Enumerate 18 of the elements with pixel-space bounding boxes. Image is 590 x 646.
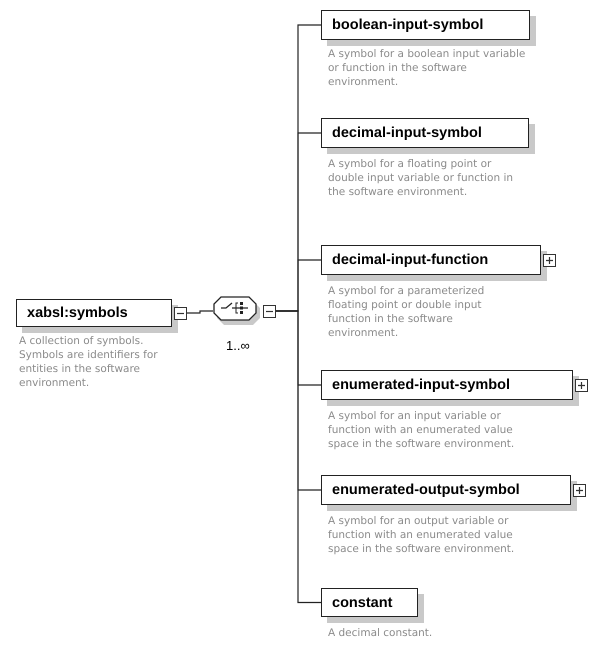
description-text: A collection of symbols. Symbols are identifiers for entities in the software environment. xyxy=(19,334,159,390)
description-text: A symbol for a parameterized floating point or double input function in the software environment. xyxy=(328,284,486,340)
octagon-symbol xyxy=(213,296,261,326)
element-name: enumerated-output-symbol xyxy=(332,482,520,498)
element-name: constant xyxy=(332,594,392,610)
element-name: decimal-input-function xyxy=(332,252,488,268)
element-name: xabsl:symbols xyxy=(27,305,128,321)
description-text: A symbol for a boolean input variable or function in the software environment. xyxy=(328,47,526,89)
element-name: enumerated-input-symbol xyxy=(332,377,510,393)
connector-line xyxy=(275,310,321,604)
element-name: boolean-input-symbol xyxy=(332,17,484,33)
description-text: A symbol for an output variable or function with an enumerated value space in the software environment. xyxy=(328,514,516,556)
element-name: decimal-input-symbol xyxy=(332,125,482,141)
connector-line xyxy=(186,310,213,314)
description-text: A symbol for an input variable or function with an enumerated value space in the software environment. xyxy=(328,409,516,451)
description-text: A decimal constant. xyxy=(328,626,434,640)
multiplicity-label: 1..∞ xyxy=(226,338,250,353)
description-text: A symbol for a floating point or double input variable or function in the software environment. xyxy=(328,157,514,199)
